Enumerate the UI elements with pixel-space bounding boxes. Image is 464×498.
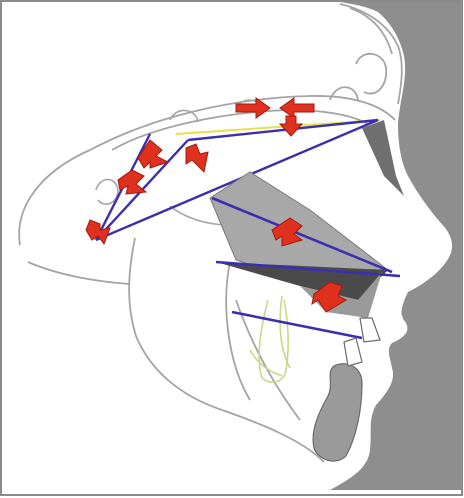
cephalometric-diagram <box>0 0 464 498</box>
diagram-svg <box>0 0 464 498</box>
